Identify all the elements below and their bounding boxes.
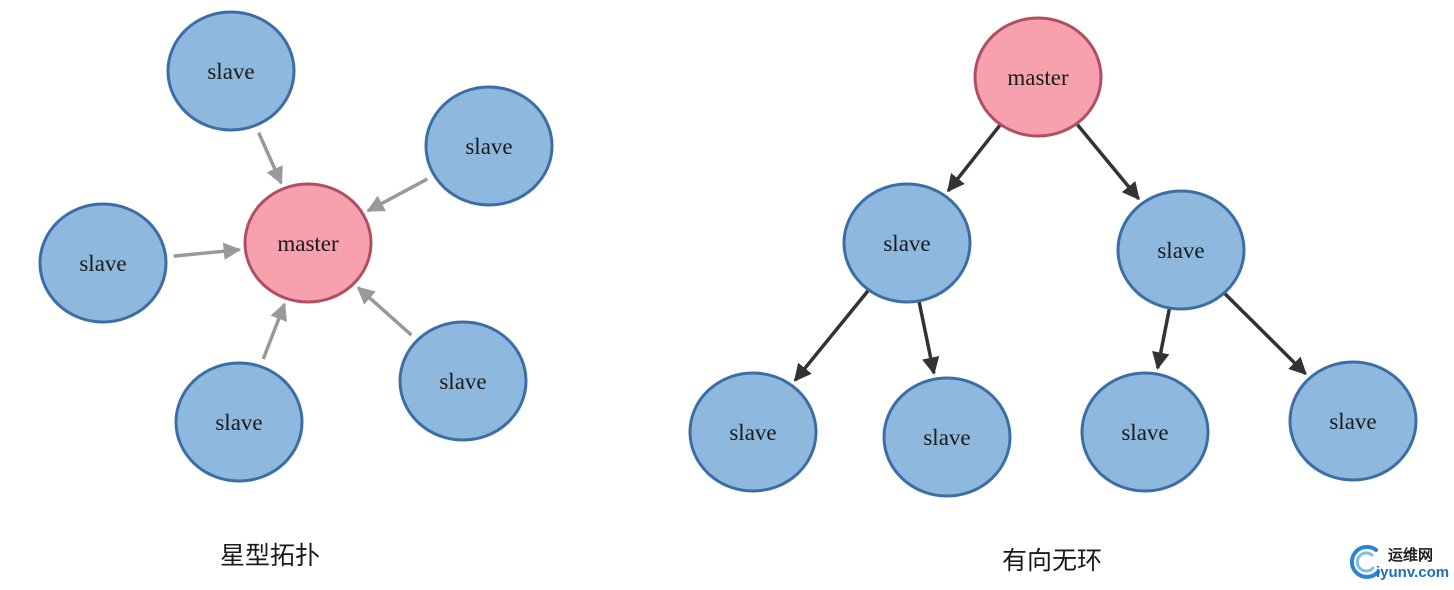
star-slave-node-4: slave	[174, 361, 304, 483]
star-slave-node-5-label: slave	[439, 369, 486, 394]
dag-level1-slave-node-2-label: slave	[1157, 238, 1204, 263]
dag-edge-l1b-2	[1222, 291, 1307, 376]
star-master-node-label: master	[277, 231, 339, 256]
dag-level2-slave-node-2: slave	[882, 376, 1012, 498]
dag-master-node-circle	[973, 16, 1103, 138]
dag-level2-slave-node-4-label: slave	[1329, 409, 1376, 434]
star-edge-5	[356, 286, 413, 337]
star-slave-node-2-label: slave	[465, 134, 512, 159]
dag-level1-slave-node-1: slave	[842, 182, 972, 304]
star-edge-1	[257, 132, 283, 185]
dag-level2-slave-node-3: slave	[1080, 371, 1210, 493]
star-topology-caption: 星型拓扑	[220, 541, 321, 570]
star-slave-node-4-circle	[174, 361, 304, 483]
star-slave-node-2: slave	[424, 85, 554, 207]
star-slave-node-5: slave	[398, 320, 528, 442]
star-slave-node-1-label: slave	[207, 59, 254, 84]
watermark-site: iyunv.com	[1376, 564, 1450, 581]
watermark-name: 运维网	[1388, 546, 1434, 564]
dag-level1-slave-node-1-circle	[842, 182, 972, 304]
dag-level2-slave-node-3-label: slave	[1121, 420, 1168, 445]
star-edge-2	[366, 177, 429, 213]
star-edge-3	[173, 242, 242, 260]
star-slave-node-1: slave	[166, 10, 296, 132]
dag-level2-slave-node-2-circle	[882, 376, 1012, 498]
star-slave-node-3-label: slave	[79, 251, 126, 276]
dag-edge-l1b-1	[1152, 307, 1172, 370]
dag-level2-slave-node-1: slave	[688, 371, 818, 493]
dag-level1-slave-node-2-circle	[1116, 189, 1246, 311]
star-slave-node-1-circle	[166, 10, 296, 132]
dag-level2-slave-node-2-label: slave	[923, 425, 970, 450]
dag-level1-slave-node-1-label: slave	[883, 231, 930, 256]
dag-level2-slave-node-1-label: slave	[729, 420, 776, 445]
dag-edge-root-1	[946, 123, 1002, 193]
star-master-node-circle	[243, 182, 373, 304]
dag-edge-l1a-2	[917, 300, 940, 375]
dag-level2-slave-node-1-circle	[688, 371, 818, 493]
dag-level2-slave-node-4-circle	[1288, 360, 1418, 482]
watermark: 运维网 iyunv.com	[1348, 540, 1452, 586]
dag-level2-slave-node-4: slave	[1288, 360, 1418, 482]
star-slave-node-2-circle	[424, 85, 554, 207]
dag-level1-slave-node-2: slave	[1116, 189, 1246, 311]
star-slave-node-3: slave	[38, 202, 168, 324]
dag-master-node: master	[973, 16, 1103, 138]
nodes-layer: master slave slave slave slave slave master sla…	[38, 10, 1418, 498]
dag-topology-caption: 有向无环	[1002, 546, 1103, 575]
star-edge-4	[261, 302, 287, 360]
watermark-logo-icon	[1349, 544, 1380, 579]
star-slave-node-3-circle	[38, 202, 168, 324]
star-slave-node-4-label: slave	[215, 410, 262, 435]
edges-layer	[173, 122, 1307, 382]
dag-level2-slave-node-3-circle	[1080, 371, 1210, 493]
dag-edge-root-2	[1075, 122, 1140, 201]
dag-edge-l1a-1	[793, 288, 871, 382]
dag-master-node-label: master	[1007, 65, 1069, 90]
star-slave-node-5-circle	[398, 320, 528, 442]
star-master-node: master	[243, 182, 373, 304]
